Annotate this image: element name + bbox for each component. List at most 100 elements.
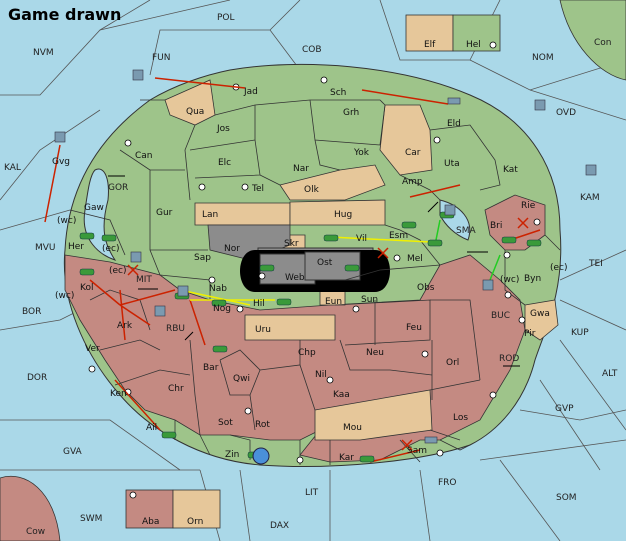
- svg-text:Her: Her: [68, 242, 84, 252]
- svg-text:Gvg: Gvg: [52, 157, 70, 167]
- sea-buc: BUC: [491, 311, 510, 321]
- svg-text:Tel: Tel: [251, 184, 264, 194]
- svg-text:Bri: Bri: [490, 221, 502, 231]
- sea-lit: LIT: [305, 488, 319, 498]
- sea-kam: KAM: [580, 193, 600, 203]
- sea-gva: GVA: [63, 447, 83, 457]
- svg-text:Feu: Feu: [406, 323, 422, 333]
- svg-text:(ec): (ec): [102, 244, 120, 254]
- svg-text:Gur: Gur: [156, 208, 173, 218]
- sea-nvm: NVM: [33, 48, 54, 58]
- map-title: Game drawn: [8, 5, 121, 24]
- sea-fun: FUN: [152, 53, 171, 63]
- sea-som: SOM: [556, 493, 577, 503]
- svg-text:Hug: Hug: [334, 210, 352, 220]
- order-arrows-yellow: [179, 236, 431, 306]
- svg-text:(ec): (ec): [109, 266, 127, 276]
- svg-text:Kaa: Kaa: [333, 390, 350, 400]
- prov-gwa: [524, 299, 559, 341]
- order-arrows-red: [44, 77, 541, 463]
- land-con-label: Con: [594, 38, 612, 48]
- svg-text:Orl: Orl: [446, 358, 459, 368]
- svg-text:Jad: Jad: [243, 87, 258, 97]
- svg-text:Ail: Ail: [146, 423, 157, 433]
- sea-bor: BOR: [22, 307, 41, 317]
- svg-text:(wc): (wc): [500, 275, 519, 285]
- svg-text:Vil: Vil: [356, 234, 367, 244]
- sea-ovd: OVD: [556, 108, 576, 118]
- svg-text:Gwa: Gwa: [530, 309, 550, 319]
- province-labels: Jad Sch Grh Jos Can Elc Nar Yok Car Uta …: [52, 40, 550, 527]
- units[interactable]: [79, 211, 542, 463]
- svg-text:Web: Web: [285, 273, 305, 283]
- prov-uru: [244, 314, 336, 341]
- svg-text:Orn: Orn: [187, 517, 203, 527]
- svg-text:Mel: Mel: [407, 254, 423, 264]
- svg-text:Nar: Nar: [293, 164, 309, 174]
- svg-text:Yok: Yok: [353, 148, 370, 158]
- sea-mvu: MVU: [35, 243, 56, 253]
- svg-text:Los: Los: [453, 413, 468, 423]
- svg-text:Sot: Sot: [218, 418, 233, 428]
- sea-nom: NOM: [532, 53, 554, 63]
- prov-car: [379, 104, 433, 176]
- land-cow-label: Cow: [26, 527, 45, 537]
- svg-text:Sam: Sam: [407, 446, 427, 456]
- svg-text:Qua: Qua: [186, 107, 204, 117]
- svg-text:Eun: Eun: [325, 297, 342, 307]
- svg-text:Gaw: Gaw: [84, 203, 104, 213]
- svg-text:Hil: Hil: [253, 299, 265, 309]
- svg-text:Nog: Nog: [213, 304, 231, 314]
- svg-text:Chr: Chr: [168, 384, 184, 394]
- prov-elf: [405, 14, 454, 52]
- svg-text:Kat: Kat: [503, 165, 518, 175]
- svg-text:Qwi: Qwi: [233, 374, 250, 384]
- convoy-arrows: [108, 175, 520, 367]
- svg-text:Kar: Kar: [339, 453, 354, 463]
- svg-text:Kol: Kol: [80, 283, 93, 293]
- svg-text:Can: Can: [135, 151, 153, 161]
- sea-tei: TEI: [588, 259, 603, 269]
- svg-text:Esm: Esm: [389, 231, 408, 241]
- svg-text:Ken: Ken: [110, 389, 127, 399]
- svg-text:(ec): (ec): [550, 263, 568, 273]
- sea-rbu: RBU: [166, 324, 185, 334]
- sea-mit: MIT: [136, 275, 152, 285]
- svg-text:Hel: Hel: [466, 40, 481, 50]
- svg-text:Lan: Lan: [202, 210, 218, 220]
- sea-kal: KAL: [4, 163, 21, 173]
- svg-text:Nor: Nor: [224, 244, 240, 254]
- svg-text:Zin: Zin: [225, 450, 239, 460]
- fleets[interactable]: [54, 69, 597, 444]
- prov-mou: [314, 389, 433, 441]
- zin-marker: [252, 447, 270, 465]
- province-boundaries: [69, 99, 561, 465]
- svg-text:Amp: Amp: [402, 177, 423, 187]
- svg-text:Rot: Rot: [255, 420, 270, 430]
- sea-gor: GOR: [108, 183, 128, 193]
- svg-text:Jos: Jos: [216, 124, 230, 134]
- sea-fro: FRO: [438, 478, 457, 488]
- svg-text:Nil: Nil: [315, 370, 327, 380]
- sea-rod: ROD: [499, 354, 519, 364]
- svg-text:Sap: Sap: [194, 253, 211, 263]
- sea-gvp: GVP: [555, 404, 574, 414]
- sea-pol: POL: [217, 13, 235, 23]
- sea-swm: SWM: [80, 514, 102, 524]
- svg-text:Uru: Uru: [255, 325, 271, 335]
- svg-text:Rie: Rie: [521, 201, 536, 211]
- dislodged-marks: [127, 217, 529, 451]
- svg-text:Chp: Chp: [298, 348, 316, 358]
- supply-centers: [88, 41, 541, 499]
- svg-text:Obs: Obs: [417, 283, 435, 293]
- sea-alt: ALT: [602, 369, 618, 379]
- prov-orn: [172, 489, 221, 529]
- svg-text:Grh: Grh: [343, 108, 359, 118]
- svg-text:Ver: Ver: [85, 344, 100, 354]
- svg-text:Elf: Elf: [424, 40, 436, 50]
- svg-text:Elc: Elc: [218, 158, 231, 168]
- svg-text:Eld: Eld: [447, 119, 461, 129]
- sea-dax: DAX: [270, 521, 289, 531]
- sea-labels: POL NVM FUN COB NOM Con OVD KAL GOR MVU …: [4, 13, 618, 537]
